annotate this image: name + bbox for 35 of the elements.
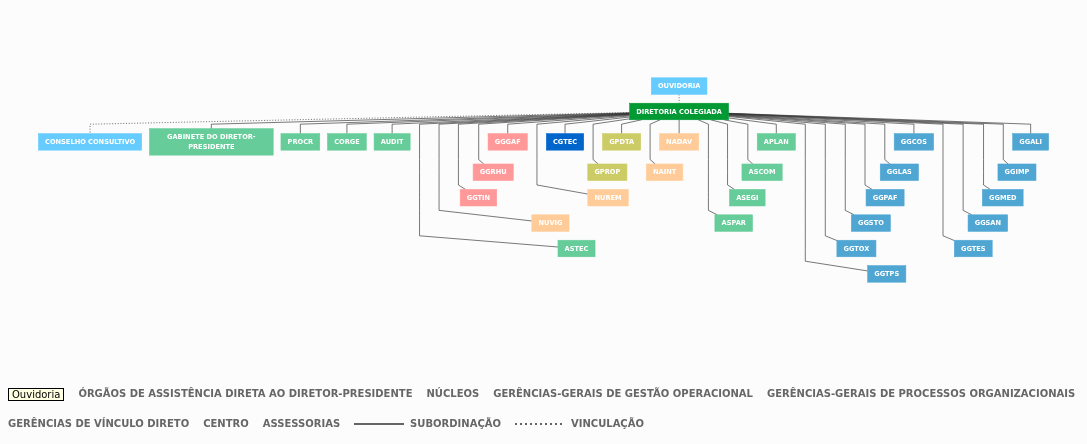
connector [649, 119, 661, 165]
connector [728, 113, 1009, 165]
connector [478, 114, 630, 165]
legend-text: VINCULAÇÃO [570, 418, 644, 429]
connector [697, 119, 718, 216]
connector [728, 114, 873, 190]
legend-text: SUBORDINAÇÃO [410, 418, 501, 429]
connector [507, 114, 630, 134]
connector [728, 112, 1031, 134]
section-heading: GERÊNCIAS-GERAIS DE GESTÃO OPERACIONAL [493, 388, 753, 399]
tooltip: Ouvidoria [8, 388, 65, 401]
connector [536, 115, 630, 195]
connector [346, 113, 630, 134]
connector [564, 116, 630, 134]
connector [592, 118, 630, 165]
connector [728, 115, 838, 241]
section-heading: GERÊNCIAS-GERAIS DE PROCESSOS ORGANIZACIONAIS [766, 388, 1076, 399]
section-heading: CENTRO [203, 418, 249, 429]
connector [728, 117, 777, 134]
connector [419, 113, 630, 248]
section-heading: ÓRGÃOS DE ASSISTÊNCIA DIRETA AO DIRETOR-PRESIDENTE [78, 388, 413, 399]
connector [728, 116, 868, 272]
section-heading: GERÊNCIAS DE VÍNCULO DIRETO [8, 418, 190, 429]
connector [728, 114, 891, 165]
connector [300, 112, 630, 134]
connector [728, 113, 915, 134]
connector [391, 113, 630, 134]
connector [458, 114, 630, 190]
section-heading: ASSESSORIAS [262, 418, 341, 429]
connector [438, 113, 630, 222]
connector [728, 113, 955, 241]
connector [210, 112, 630, 129]
section-heading: NÚCLEOS [426, 388, 480, 399]
connector [89, 112, 630, 134]
connector [728, 113, 991, 190]
